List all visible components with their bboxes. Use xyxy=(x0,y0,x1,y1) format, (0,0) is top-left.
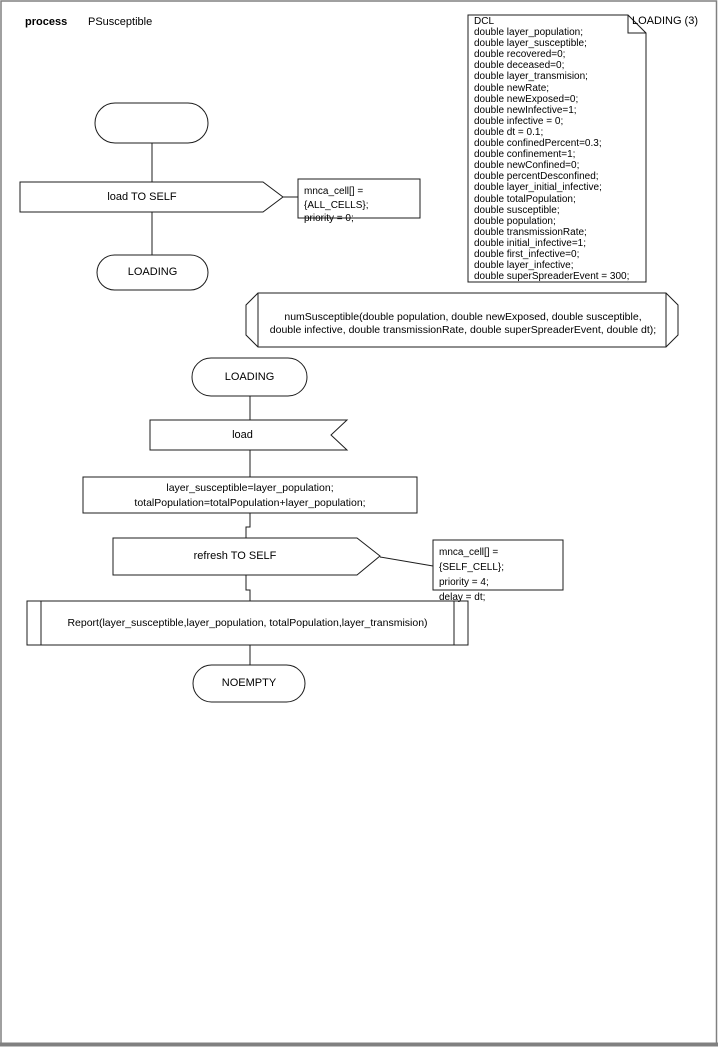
state-symbol-loading-1 xyxy=(96,254,209,291)
state-noempty-label: NOEMPTY xyxy=(221,677,277,689)
flow-line-output-to-proccall xyxy=(245,575,251,601)
task-text: layer_susceptible=layer_population; tota… xyxy=(134,482,366,509)
output-refresh-label: refresh TO SELF xyxy=(193,550,277,562)
comment-load-text: mnca_cell[] = {ALL_CELLS}; priority = 0; xyxy=(304,186,369,224)
procedure-call-text: Report(layer_susceptible,layer_populatio… xyxy=(67,617,428,629)
page-label: LOADING (3) xyxy=(631,15,698,27)
comment-box-load xyxy=(297,178,421,219)
process-kind-label: process xyxy=(25,16,68,28)
flow-line-task-to-output xyxy=(245,513,251,538)
output-symbol-load xyxy=(19,181,284,213)
state-loading-2-label: LOADING xyxy=(224,371,275,383)
output-symbol-refresh xyxy=(112,537,381,576)
state-loading-1-label: LOADING xyxy=(127,266,178,278)
dcl-fold-corner-icon xyxy=(627,15,646,34)
comment-box-refresh xyxy=(432,539,564,591)
dcl-text-symbol xyxy=(467,14,647,283)
comment-connector-refresh xyxy=(379,556,434,567)
input-load-label: load xyxy=(232,429,253,441)
process-name-label: PSusceptible xyxy=(88,16,153,28)
dcl-declarations-text: DCL double layer_population; double laye… xyxy=(474,16,630,283)
output-load-label: load TO SELF xyxy=(107,191,177,203)
comment-refresh-text: mnca_cell[] = {SELF_CELL}; priority = 4;… xyxy=(439,547,505,603)
state-symbol-noempty xyxy=(192,664,306,703)
procedure-call-symbol xyxy=(26,600,469,646)
procedure-declaration-text: numSusceptible(double population, double… xyxy=(269,311,657,336)
start-symbol xyxy=(94,102,209,144)
input-symbol-load xyxy=(149,419,349,451)
